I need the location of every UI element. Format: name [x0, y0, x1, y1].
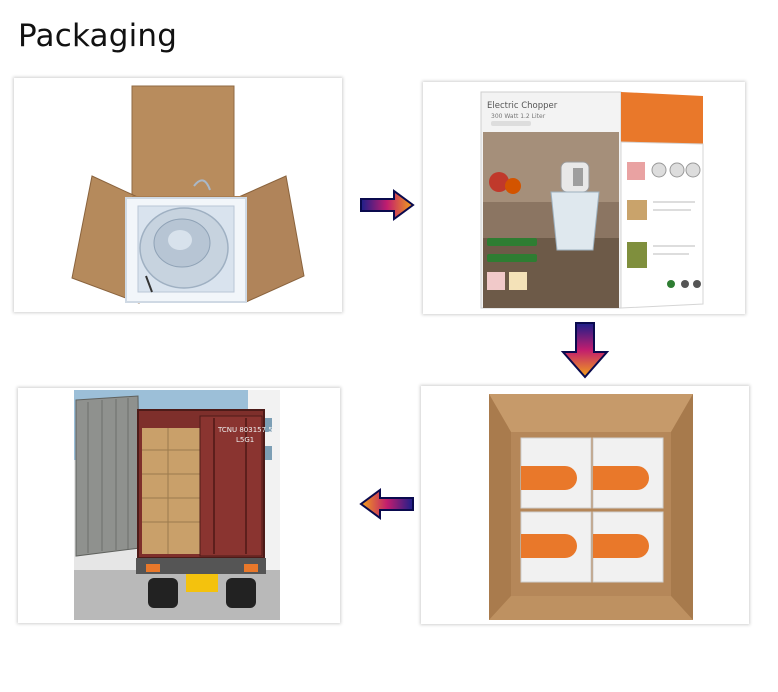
retail-box-grid — [520, 437, 664, 583]
container-number: TCNU 803157 5 — [217, 426, 273, 434]
box-product-name: Electric Chopper — [487, 101, 558, 111]
box-spec: 300 Watt 1.2 Liter — [491, 113, 546, 120]
page-title: Packaging — [18, 18, 178, 54]
retail-gift-box-icon: Electric Chopper 300 Watt 1.2 Liter — [480, 91, 704, 309]
arrow-right-icon — [360, 189, 415, 221]
step-master-carton-panel — [421, 386, 749, 624]
open-carton-with-foam-icon — [71, 85, 305, 304]
container-type: L5G1 — [236, 436, 254, 444]
step-open-carton-panel — [14, 78, 342, 312]
step-container-truck-panel: TCNU 803157 5 L5G1 — [18, 388, 340, 623]
master-carton-with-boxes-icon — [489, 394, 693, 620]
step-retail-box-panel: Electric Chopper 300 Watt 1.2 Liter — [423, 82, 745, 314]
arrow-left-icon — [359, 488, 414, 520]
container-truck-loading-icon: TCNU 803157 5 L5G1 — [74, 390, 280, 620]
arrow-down-icon — [560, 322, 610, 379]
